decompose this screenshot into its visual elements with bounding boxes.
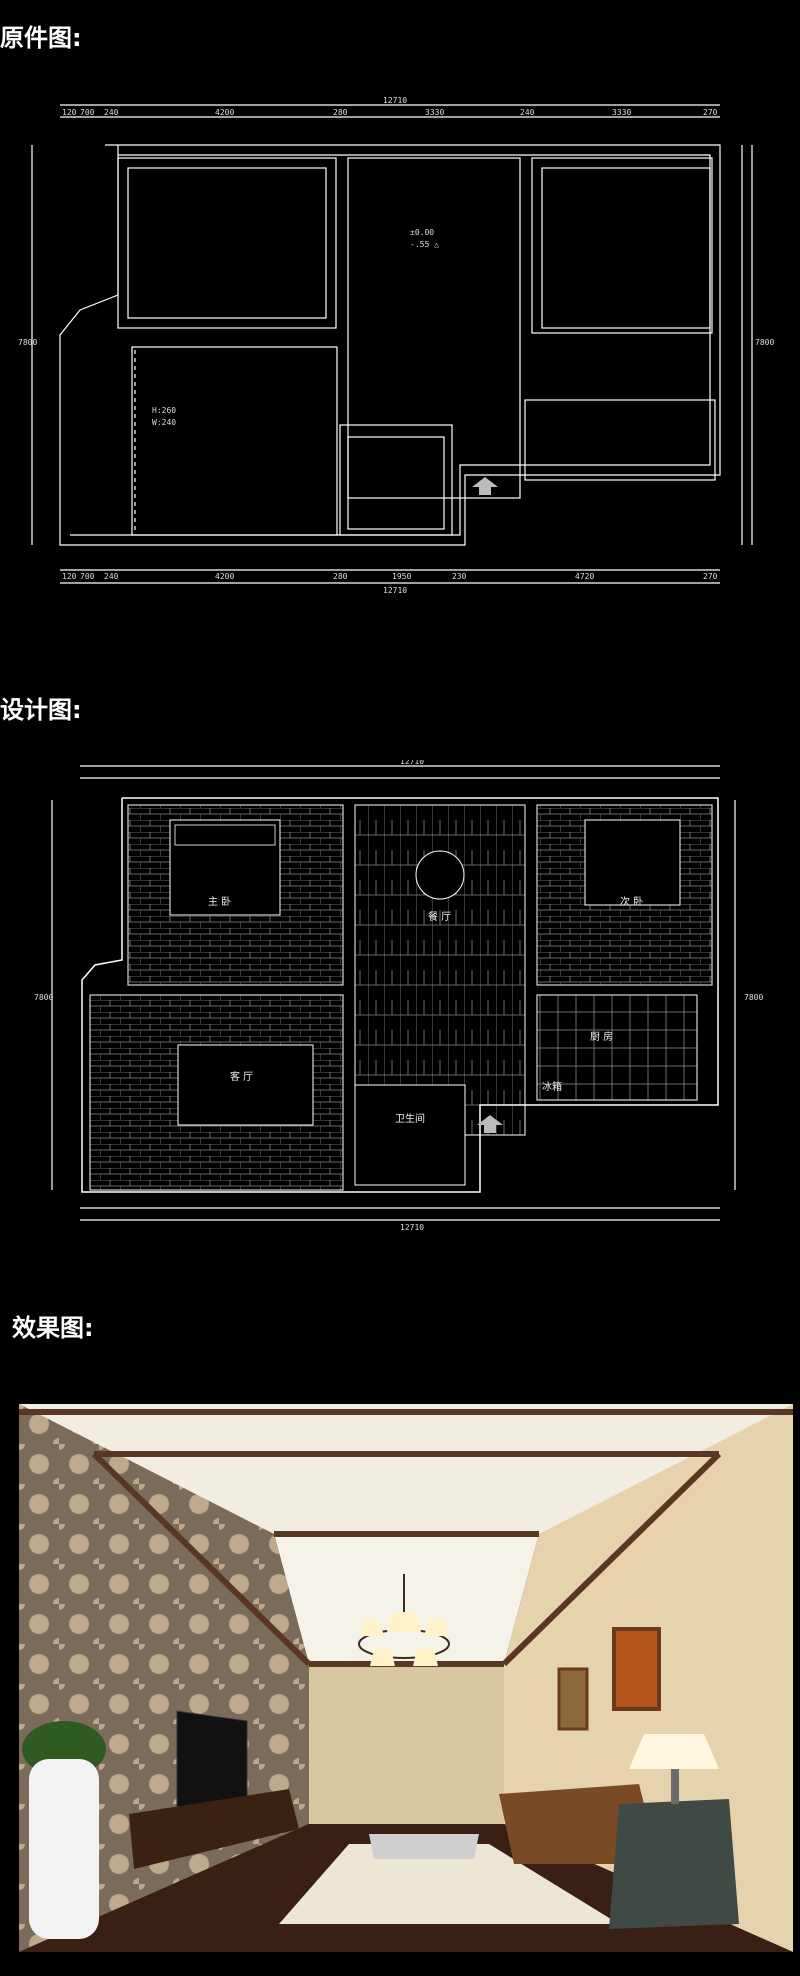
- master-bedroom-label: 主 卧: [208, 895, 231, 908]
- dim-total-top: 12710: [383, 96, 407, 105]
- dim-bottom-0: 120: [62, 572, 77, 581]
- chandelier-icon: [358, 1574, 450, 1666]
- design-dim-height-left: 7800: [34, 993, 53, 1002]
- painting-sunflowers: [612, 1627, 661, 1711]
- elevation-mark-b: -.55 △: [410, 240, 439, 249]
- original-plan-drawing: 12710 12710 120 700 240 4200 280 3330 24…: [18, 96, 774, 595]
- design-plan-drawing: 主 卧 次 卧 餐 厅 客 厅 厨 房 卫生间 冰箱 12710 12710 7…: [34, 760, 763, 1232]
- opening-width: W:240: [152, 418, 176, 427]
- original-plan-title: 原件图:: [0, 24, 82, 52]
- bathroom-area: [354, 1084, 466, 1186]
- dim-top-4: 280: [333, 108, 348, 117]
- design-plan-title: 设计图:: [0, 696, 82, 724]
- elevation-mark-a: ±0.00: [410, 228, 434, 237]
- dim-height-right: 7800: [755, 338, 774, 347]
- interior-render-drawing: [19, 1404, 793, 1952]
- design-dim-total-top: 12710: [400, 760, 424, 766]
- entrance-arrow-icon: [477, 1115, 503, 1133]
- dim-bottom-5: 1950: [392, 572, 411, 581]
- original-floor-plan: 12710 12710 120 700 240 4200 280 3330 24…: [0, 95, 800, 595]
- dim-top-3: 4200: [215, 108, 234, 117]
- dim-top-6: 240: [520, 108, 535, 117]
- dim-bottom-1: 700: [80, 572, 95, 581]
- painting-small: [557, 1667, 589, 1731]
- dim-bottom-6: 230: [452, 572, 467, 581]
- dim-top-8: 270: [703, 108, 718, 117]
- dim-bottom-2: 240: [104, 572, 119, 581]
- bathroom-label: 卫生间: [395, 1112, 425, 1125]
- kitchen-area: [536, 994, 698, 1101]
- fridge-label: 冰箱: [542, 1080, 562, 1093]
- dim-height-left: 7800: [18, 338, 37, 347]
- render-title: 效果图:: [12, 1314, 94, 1342]
- dim-top-2: 240: [104, 108, 119, 117]
- dim-bottom-8: 270: [703, 572, 718, 581]
- dim-top-7: 3330: [612, 108, 631, 117]
- dim-bottom-3: 4200: [215, 572, 234, 581]
- interior-render: [19, 1404, 793, 1952]
- dim-top-5: 3330: [425, 108, 444, 117]
- dim-bottom-7: 4720: [575, 572, 594, 581]
- dim-bottom-4: 280: [333, 572, 348, 581]
- dim-top-0: 120: [62, 108, 77, 117]
- second-bedroom-label: 次 卧: [620, 895, 643, 908]
- design-dim-height-right: 7800: [744, 993, 763, 1002]
- design-dim-total-bottom: 12710: [400, 1223, 424, 1232]
- living-label: 客 厅: [230, 1070, 253, 1083]
- design-floor-plan: 主 卧 次 卧 餐 厅 客 厅 厨 房 卫生间 冰箱 12710 12710 7…: [0, 760, 800, 1235]
- dim-total-bottom: 12710: [383, 586, 407, 595]
- dim-top-1: 700: [80, 108, 95, 117]
- opening-height: H:260: [152, 406, 176, 415]
- entrance-arrow-icon: [472, 477, 498, 495]
- kitchen-label: 厨 房: [590, 1030, 613, 1043]
- dining-label: 餐 厅: [428, 910, 451, 923]
